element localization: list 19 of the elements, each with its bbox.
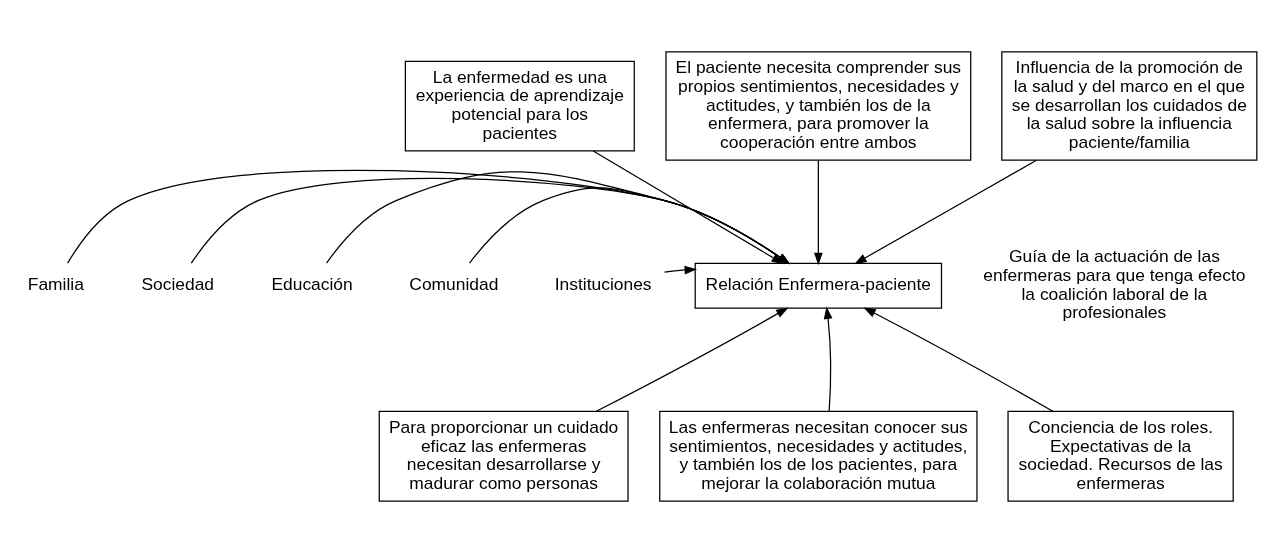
node-text: Comunidad [409, 273, 499, 294]
arrow [814, 159, 823, 265]
node-text: Instituciones [554, 273, 652, 294]
arrow [854, 159, 1038, 264]
arrow [595, 306, 789, 412]
node-text: Sociedad [141, 273, 215, 294]
node-text: Familia [27, 273, 84, 294]
arrow [663, 265, 698, 274]
node-box: Las enfermeras necesitan conocer sus sentimientos, necesidades y actitudes, y también los de los pacientes, para mejorar la colaboración mutua [659, 410, 978, 502]
node-box: Conciencia de los roles. Expectativas de la sociedad. Recursos de las enfermeras [1007, 410, 1234, 502]
label: Guía de la actuación de las enfermeras para que tenga efecto la coalición laboral de la profesionales [983, 245, 1246, 322]
node-box: Influencia de la promoción de la salud y del marco en el que se desarrollan los cuidados de la salud sobre la influencia paciente/familia [1001, 50, 1258, 161]
arrow [863, 307, 1054, 412]
node-box: El paciente necesita comprender sus propios sentimientos, necesidades y actitudes, y también los de la enfermera, para promover la cooperación entre ambos [665, 50, 972, 161]
node-box: La enfermedad es una experiencia de aprendizaje potencial para los pacientes [404, 60, 635, 151]
arrow [823, 305, 833, 412]
node-box: Para proporcionar un cuidado eficaz las enfermeras necesitan desarrollarse y madurar como personas [378, 410, 629, 502]
node-box: Relación Enfermera-paciente [694, 262, 943, 309]
node-text: Educación [271, 273, 353, 294]
